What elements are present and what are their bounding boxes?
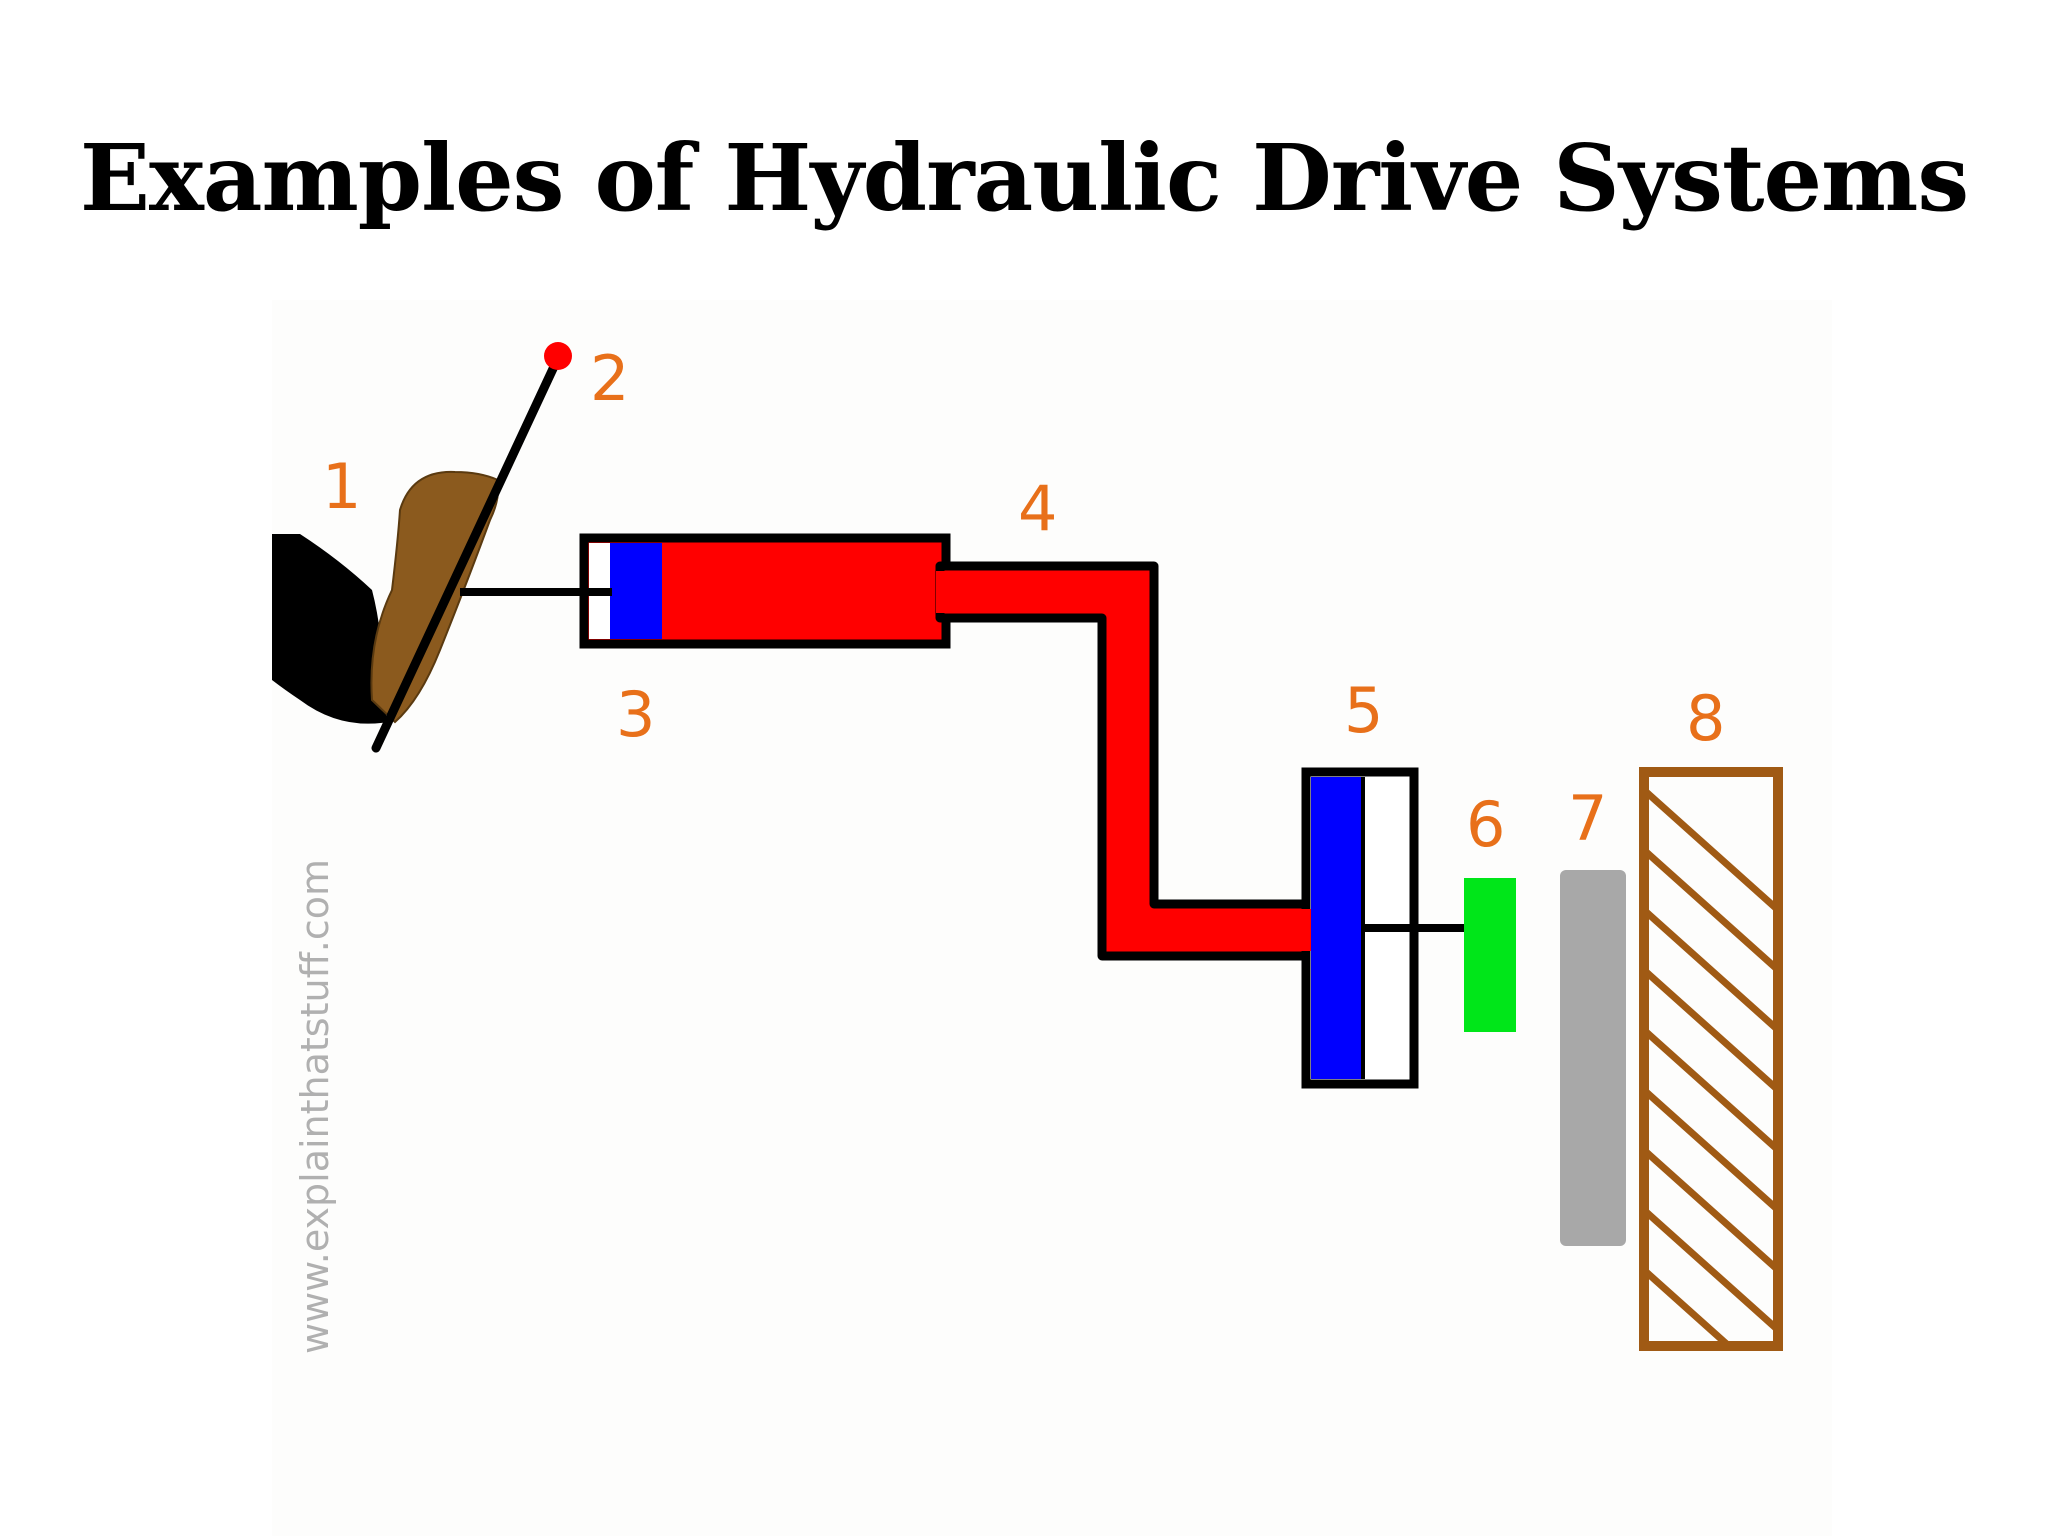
wheel-hatching [1644, 787, 1778, 1346]
brake-pedal-lever [371, 353, 563, 753]
brake-pad [1464, 878, 1516, 1032]
label-5: 5 [1344, 674, 1383, 747]
slide-title: Examples of Hydraulic Drive Systems [79, 124, 1969, 232]
label-2: 2 [590, 342, 629, 415]
pipe-joint-slave [1298, 909, 1314, 951]
foot-shape [370, 470, 500, 724]
slave-piston [1311, 777, 1363, 1079]
brake-disc [1560, 870, 1626, 1246]
label-1: 1 [322, 450, 361, 523]
label-3: 3 [616, 678, 655, 751]
watermark-text: www.explainthatstuff.com [293, 859, 337, 1354]
label-6: 6 [1466, 788, 1505, 861]
label-7: 7 [1568, 782, 1607, 855]
master-piston [610, 543, 662, 639]
label-4: 4 [1018, 472, 1057, 545]
leg-shape [272, 534, 388, 724]
label-8: 8 [1686, 682, 1725, 755]
pedal-pivot-ball [544, 342, 572, 370]
wheel [1639, 767, 1783, 1351]
pipe-joint-master [936, 571, 950, 613]
